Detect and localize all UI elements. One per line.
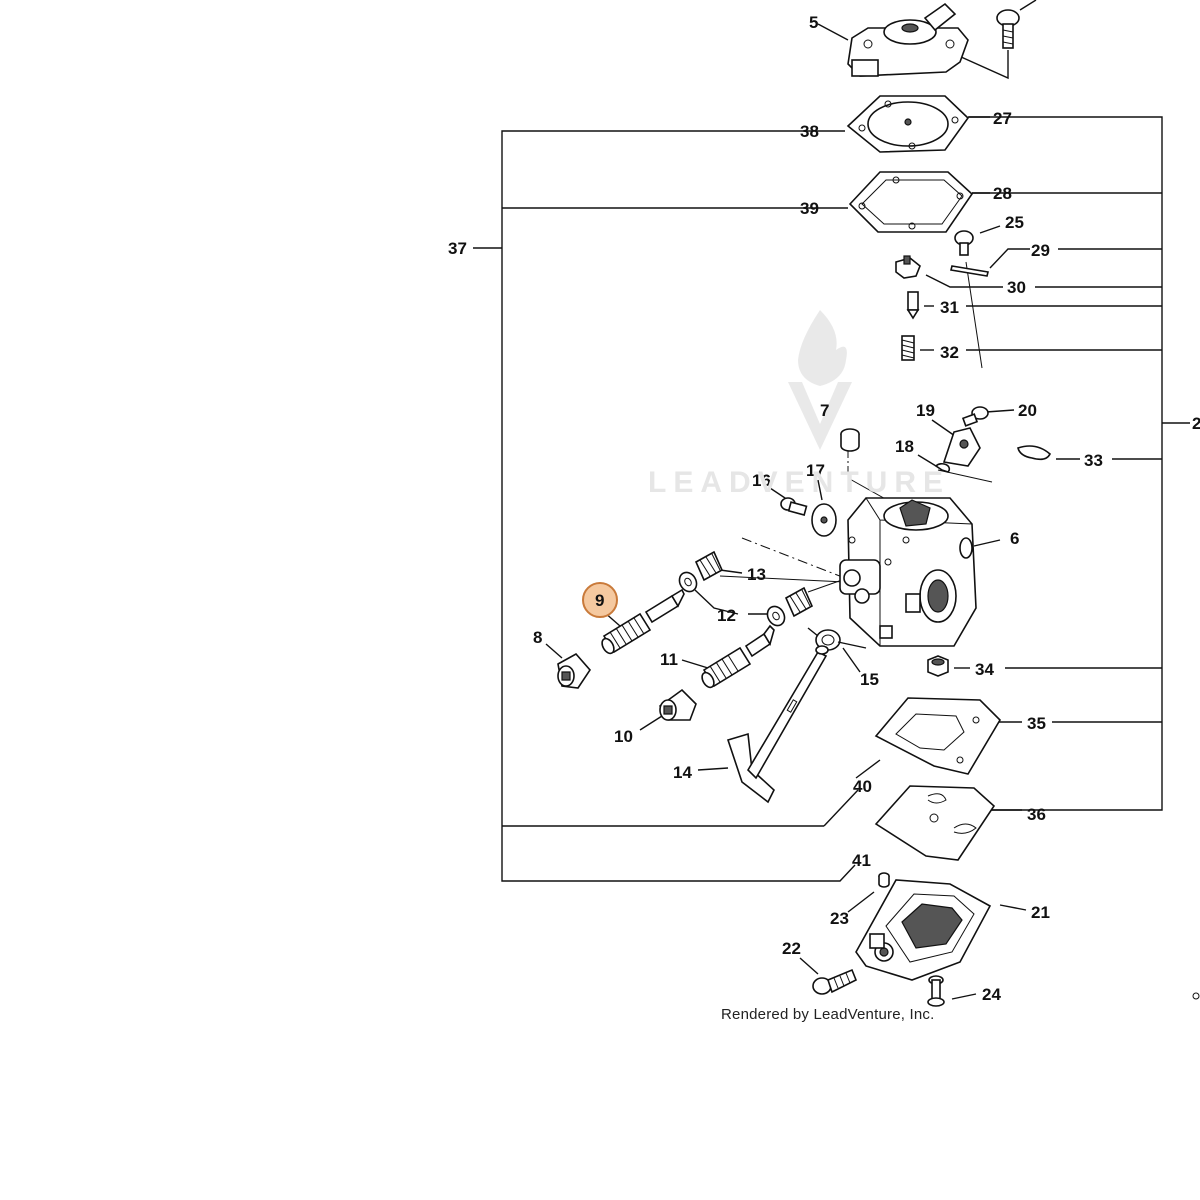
part-10-limiter-cap — [658, 688, 697, 721]
part-22-screw — [812, 968, 858, 995]
callout-38[interactable]: 38 — [800, 122, 819, 141]
callout-20[interactable]: 20 — [1018, 401, 1037, 420]
callout-10[interactable]: 10 — [614, 727, 633, 746]
callout-31[interactable]: 31 — [940, 298, 959, 317]
part-33-seal — [1017, 445, 1051, 461]
part-20-screw — [961, 406, 989, 427]
part-11-adjusting-screw — [701, 624, 775, 689]
callout-30[interactable]: 30 — [1007, 278, 1026, 297]
callout-22[interactable]: 22 — [782, 939, 801, 958]
part-34-nut — [927, 655, 949, 677]
edge-marker — [1192, 992, 1200, 1000]
part-9-adjusting-screw — [601, 588, 685, 655]
callout-8[interactable]: 8 — [533, 628, 542, 647]
callout-5[interactable]: 5 — [809, 13, 818, 32]
part-17-disc — [811, 503, 837, 537]
callout-36[interactable]: 36 — [1027, 805, 1046, 824]
callout-39[interactable]: 39 — [800, 199, 819, 218]
part-32-spring — [901, 335, 915, 361]
part-15-torsion-spring — [807, 627, 867, 651]
part-14-throttle-shaft — [726, 645, 829, 804]
part-29-pin — [950, 265, 989, 277]
callout-40[interactable]: 40 — [853, 777, 872, 796]
part-12-washer-lower — [766, 605, 786, 627]
callout-7[interactable]: 7 — [820, 401, 829, 420]
part-36-metering-diaphragm — [874, 785, 996, 861]
part-24-screw — [927, 975, 945, 1007]
callout-23[interactable]: 23 — [830, 909, 849, 928]
callout-25[interactable]: 25 — [1005, 213, 1024, 232]
callout-14[interactable]: 14 — [673, 763, 692, 782]
part-38-diaphragm — [846, 95, 970, 153]
callout-24[interactable]: 24 — [982, 985, 1001, 1004]
callout-37[interactable]: 37 — [448, 239, 467, 258]
callout-19[interactable]: 19 — [916, 401, 935, 420]
callout-16[interactable]: 16 — [752, 471, 771, 490]
part-12-washer-upper — [678, 571, 698, 593]
part-13-spring-lower — [784, 586, 814, 618]
watermark-text: LEADVENTURE — [648, 466, 951, 499]
part-25-screw — [954, 230, 974, 256]
part-7-plug — [840, 428, 860, 452]
part-35-gasket — [874, 697, 1002, 775]
part-5-pump-cover — [847, 2, 969, 77]
part-8-limiter-cap — [557, 652, 592, 689]
leader-lines — [473, 23, 1190, 1000]
part-30-lever — [895, 255, 921, 279]
callout-12[interactable]: 12 — [717, 606, 736, 625]
callout-27[interactable]: 27 — [993, 109, 1012, 128]
callout-18[interactable]: 18 — [895, 437, 914, 456]
callout-41[interactable]: 41 — [852, 851, 871, 870]
callout-15[interactable]: 15 — [860, 670, 879, 689]
callout-28[interactable]: 28 — [993, 184, 1012, 203]
part-39-gasket — [848, 171, 974, 233]
callout-11[interactable]: 11 — [660, 650, 678, 669]
callout-6[interactable]: 6 — [1010, 529, 1019, 548]
part-6-carburetor-body — [839, 497, 977, 647]
part-18-clip — [934, 462, 951, 473]
callout-13[interactable]: 13 — [747, 565, 766, 584]
part-23-plug — [878, 872, 890, 888]
callout-21[interactable]: 21 — [1031, 903, 1050, 922]
callout-33[interactable]: 33 — [1084, 451, 1103, 470]
credit-text: Rendered by LeadVenture, Inc. — [721, 1006, 935, 1023]
watermark-logo-icon — [788, 310, 852, 450]
callout-29[interactable]: 29 — [1031, 241, 1050, 260]
callout-17[interactable]: 17 — [806, 461, 825, 480]
part-16-screw — [780, 497, 808, 516]
part-21-end-cover — [855, 879, 992, 981]
callout-9[interactable]: 9 — [595, 591, 604, 610]
callout-labels: 5 38 27 39 28 37 25 29 30 31 32 7 19 20 … — [448, 13, 1200, 1004]
callout-32[interactable]: 32 — [940, 343, 959, 362]
highlight-marker — [582, 582, 618, 618]
callout-35[interactable]: 35 — [1027, 714, 1046, 733]
part-19-cap — [942, 427, 981, 467]
part-13-spring-upper — [694, 550, 724, 582]
callout-2[interactable]: 2 — [1192, 414, 1200, 433]
pump-cover-screw — [996, 0, 1037, 49]
part-31-needle — [906, 291, 920, 320]
callout-34[interactable]: 34 — [975, 660, 994, 679]
